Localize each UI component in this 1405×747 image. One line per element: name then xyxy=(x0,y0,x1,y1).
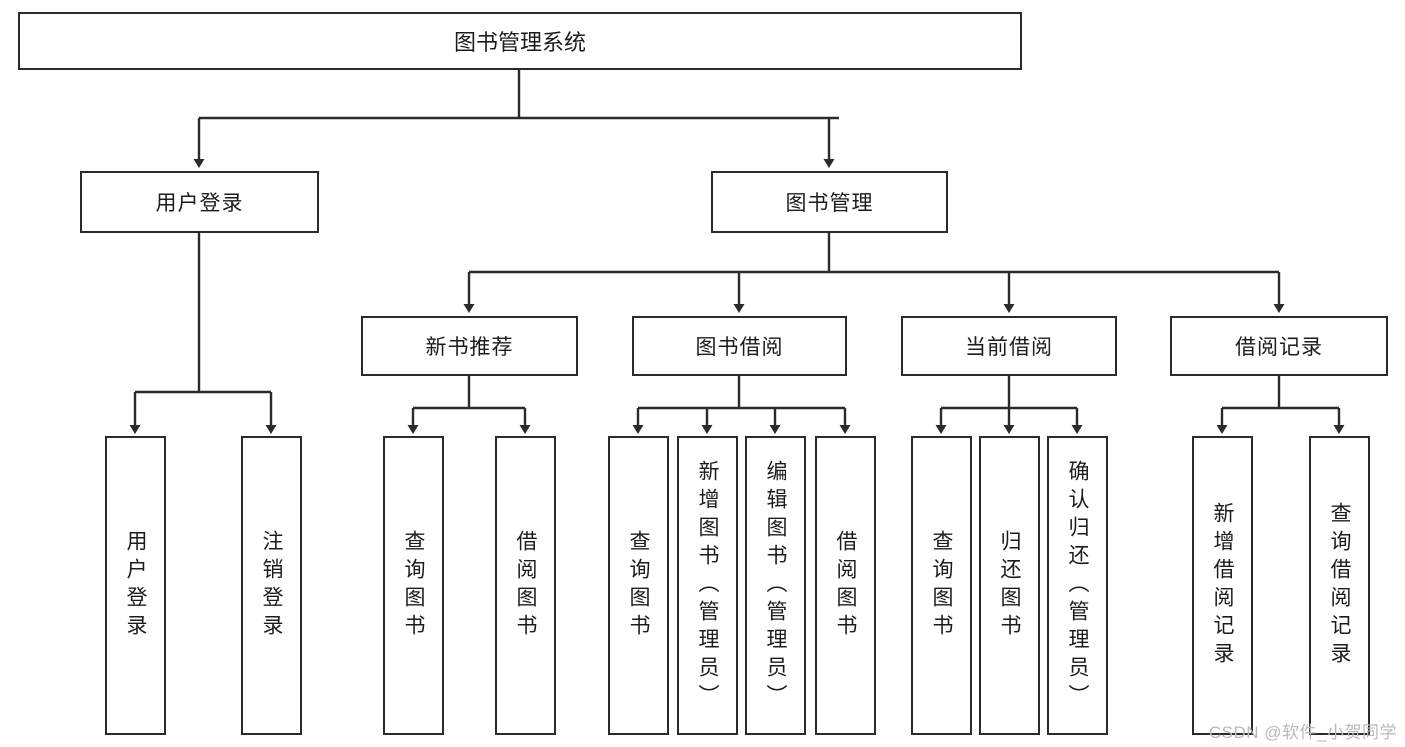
node-user-login[interactable]: 用户登录 xyxy=(80,171,319,233)
node-user-login-label: 用户登录 xyxy=(155,192,244,215)
node-current-borrow-label: 当前借阅 xyxy=(965,336,1053,359)
node-root-label: 图书管理系统 xyxy=(453,30,586,55)
node-leaf-borrow-book-1-label: 借阅图书 xyxy=(514,529,537,642)
node-leaf-return-book-label: 归还图书 xyxy=(998,529,1021,642)
watermark: CSDN @软件_小贺同学 xyxy=(1208,723,1397,742)
node-current-borrow[interactable]: 当前借阅 xyxy=(901,316,1117,376)
node-leaf-confirm-return[interactable]: 确认归还（管理员） xyxy=(1047,436,1108,735)
node-leaf-add-book[interactable]: 新增图书（管理员） xyxy=(677,436,738,735)
node-leaf-borrow-book-1[interactable]: 借阅图书 xyxy=(495,436,556,735)
node-leaf-user-logout[interactable]: 注销登录 xyxy=(241,436,302,735)
node-leaf-query-book-1[interactable]: 查询图书 xyxy=(383,436,444,735)
node-leaf-query-record-label: 查询借阅记录 xyxy=(1328,501,1351,670)
node-leaf-edit-book-label: 编辑图书（管理员） xyxy=(764,459,787,712)
node-book-manage-label: 图书管理 xyxy=(785,192,874,215)
node-leaf-return-book[interactable]: 归还图书 xyxy=(979,436,1040,735)
node-book-borrow-label: 图书借阅 xyxy=(695,336,784,359)
node-leaf-query-book-3-label: 查询图书 xyxy=(930,529,953,642)
node-book-borrow[interactable]: 图书借阅 xyxy=(632,316,847,376)
node-leaf-query-book-1-label: 查询图书 xyxy=(402,529,425,642)
node-leaf-edit-book[interactable]: 编辑图书（管理员） xyxy=(745,436,806,735)
node-leaf-borrow-book-2[interactable]: 借阅图书 xyxy=(815,436,876,735)
node-leaf-add-record-label: 新增借阅记录 xyxy=(1211,501,1234,670)
node-leaf-borrow-book-2-label: 借阅图书 xyxy=(834,529,857,642)
node-leaf-query-book-2[interactable]: 查询图书 xyxy=(608,436,669,735)
node-new-book-recommend[interactable]: 新书推荐 xyxy=(361,316,578,376)
node-leaf-add-record[interactable]: 新增借阅记录 xyxy=(1192,436,1253,735)
node-root[interactable]: 图书管理系统 xyxy=(18,12,1022,70)
node-leaf-user-logout-label: 注销登录 xyxy=(260,529,283,642)
node-leaf-query-book-3[interactable]: 查询图书 xyxy=(911,436,972,735)
node-leaf-query-book-2-label: 查询图书 xyxy=(627,529,650,642)
node-leaf-query-record[interactable]: 查询借阅记录 xyxy=(1309,436,1370,735)
node-leaf-confirm-return-label: 确认归还（管理员） xyxy=(1066,459,1089,712)
node-leaf-add-book-label: 新增图书（管理员） xyxy=(696,459,719,712)
node-borrow-record[interactable]: 借阅记录 xyxy=(1170,316,1388,376)
node-borrow-record-label: 借阅记录 xyxy=(1235,336,1323,359)
node-leaf-user-login-label: 用户登录 xyxy=(124,529,147,642)
node-leaf-user-login[interactable]: 用户登录 xyxy=(105,436,166,735)
node-book-manage[interactable]: 图书管理 xyxy=(711,171,948,233)
node-new-book-recommend-label: 新书推荐 xyxy=(425,336,514,359)
